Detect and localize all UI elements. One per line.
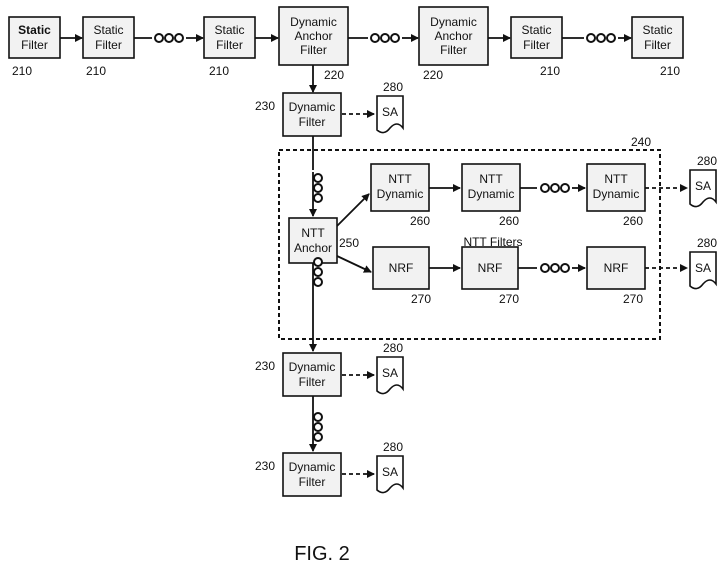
- box-label-line2: Dynamic: [377, 187, 424, 201]
- dynamic-filter-box-3: Dynamic Filter: [282, 452, 342, 497]
- ref-label: 230: [255, 99, 275, 113]
- nrf-box-2: NRF: [461, 246, 519, 290]
- ref-label: 230: [255, 459, 275, 473]
- sa-document-icon: SA: [689, 169, 717, 208]
- ref-label: 260: [623, 214, 643, 228]
- arrow: [336, 193, 370, 227]
- box-label-line2: Dynamic: [468, 187, 515, 201]
- region-ref-label: 240: [631, 135, 651, 149]
- ref-label: 220: [423, 68, 443, 82]
- ref-label: 230: [255, 359, 275, 373]
- ellipsis-dots: [370, 33, 400, 43]
- ntt-dynamic-box-1: NTT Dynamic: [370, 163, 430, 212]
- box-label-line2: Filter: [299, 115, 326, 129]
- box-label-line2: Filter: [21, 38, 48, 52]
- box-label-line2: Dynamic: [593, 187, 640, 201]
- sa-document-icon: SA: [689, 251, 717, 290]
- dynamic-anchor-filter-box-1: Dynamic Anchor Filter: [278, 6, 349, 66]
- box-label-line2: Filter: [95, 38, 122, 52]
- box-label-line2: Filter: [644, 38, 671, 52]
- ref-label: 280: [383, 440, 403, 454]
- box-label-line1: NTT: [479, 172, 503, 186]
- box-label-line1: Static: [93, 23, 123, 37]
- ref-label: 270: [499, 292, 519, 306]
- ref-label: 280: [383, 341, 403, 355]
- box-label-line1: Dynamic: [290, 15, 337, 29]
- box-label-line1: Dynamic: [289, 100, 336, 114]
- box-label-line1: Dynamic: [289, 460, 336, 474]
- dynamic-filter-box-1: Dynamic Filter: [282, 92, 342, 137]
- ref-label: 280: [383, 80, 403, 94]
- ellipsis-dots-vertical: [313, 173, 323, 203]
- box-label-line1: Static: [214, 23, 244, 37]
- ntt-dynamic-box-3: NTT Dynamic: [586, 163, 646, 212]
- box-label-line1: NTT: [301, 226, 325, 240]
- ref-label: 260: [499, 214, 519, 228]
- sa-document-icon: SA: [376, 455, 404, 494]
- ref-label: 210: [209, 64, 229, 78]
- box-label: NRF: [478, 261, 503, 275]
- sa-document-icon: SA: [376, 95, 404, 134]
- box-label-line1: Static: [642, 23, 672, 37]
- ref-label: 210: [12, 64, 32, 78]
- ref-label: 250: [339, 236, 359, 250]
- sa-document-icon: SA: [376, 356, 404, 395]
- box-label-line3: Filter: [440, 43, 467, 57]
- nrf-box-1: NRF: [372, 246, 430, 290]
- static-filter-box-3: Static Filter: [203, 16, 256, 59]
- box-label-line2: Anchor: [294, 29, 332, 43]
- ntt-filters-region: [278, 149, 661, 340]
- ref-label: 260: [410, 214, 430, 228]
- static-filter-box-2: Static Filter: [82, 16, 135, 59]
- ref-label: 210: [86, 64, 106, 78]
- box-label: NRF: [604, 261, 629, 275]
- sa-label: SA: [695, 179, 711, 193]
- ref-label: 270: [623, 292, 643, 306]
- box-label-line2: Filter: [523, 38, 550, 52]
- box-label-line2: Filter: [216, 38, 243, 52]
- ellipsis-dots: [586, 33, 616, 43]
- box-label-line1: Static: [18, 23, 51, 37]
- sa-label: SA: [695, 261, 711, 275]
- figure-caption: FIG. 2: [294, 543, 350, 565]
- ref-label: 210: [660, 64, 680, 78]
- box-label-line1: NTT: [604, 172, 628, 186]
- sa-label: SA: [382, 105, 398, 119]
- static-filter-box-5: Static Filter: [631, 16, 684, 59]
- static-filter-box-4: Static Filter: [510, 16, 563, 59]
- ellipsis-dots-vertical: [313, 412, 323, 442]
- box-label-line1: Dynamic: [289, 360, 336, 374]
- box-label-line1: Dynamic: [430, 15, 477, 29]
- sa-label: SA: [382, 465, 398, 479]
- ref-label: 220: [324, 68, 344, 82]
- box-label-line2: Filter: [299, 375, 326, 389]
- ellipsis-dots: [154, 33, 184, 43]
- ellipsis-dots: [540, 183, 570, 193]
- ntt-dynamic-box-2: NTT Dynamic: [461, 163, 521, 212]
- nrf-box-3: NRF: [586, 246, 646, 290]
- box-label-line3: Filter: [300, 43, 327, 57]
- box-label-line2: Filter: [299, 475, 326, 489]
- arrow: [336, 255, 372, 273]
- ellipsis-dots: [540, 263, 570, 273]
- box-label-line2: Anchor: [294, 241, 332, 255]
- box-label-line2: Anchor: [434, 29, 472, 43]
- sa-label: SA: [382, 366, 398, 380]
- ellipsis-dots-vertical: [313, 257, 323, 287]
- box-label: NRF: [389, 261, 414, 275]
- ref-label: 210: [540, 64, 560, 78]
- ntt-anchor-box: NTT Anchor: [288, 217, 338, 264]
- dynamic-filter-box-2: Dynamic Filter: [282, 352, 342, 397]
- static-filter-box-1: Static Filter: [8, 16, 61, 59]
- ref-label: 270: [411, 292, 431, 306]
- box-label-line1: Static: [521, 23, 551, 37]
- dynamic-anchor-filter-box-2: Dynamic Anchor Filter: [418, 6, 489, 66]
- ref-label: 280: [697, 154, 717, 168]
- ref-label: 280: [697, 236, 717, 250]
- region-label: NTT Filters: [463, 235, 522, 249]
- box-label-line1: NTT: [388, 172, 412, 186]
